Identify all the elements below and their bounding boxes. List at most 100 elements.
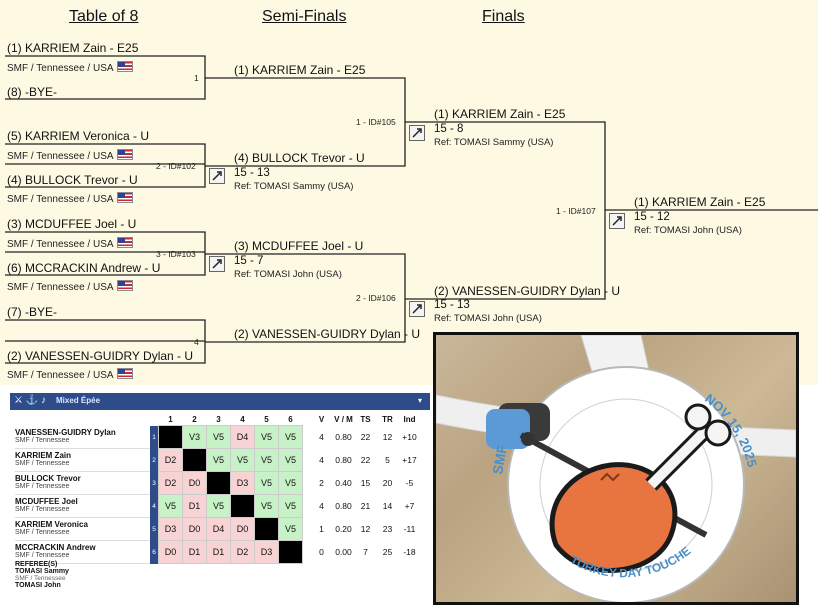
medal-illustration: SMF NOV 15, 2025 TURKEY DAY TOUCHE — [436, 335, 796, 602]
final-score-2: 15 - 13 — [434, 299, 470, 311]
bout-cell: V5 — [278, 471, 303, 495]
bout-cell: D0 — [182, 471, 207, 495]
referees-section: REFEREE(S) TOMASI Sammy SMF / Tennessee … — [15, 561, 69, 589]
stat-cell: 12 — [360, 524, 371, 534]
header-semi-finals: Semi-Finals — [262, 8, 347, 25]
winner-score: 15 - 12 — [634, 211, 670, 223]
t8-fencer-7: (7) -BYE- — [7, 305, 58, 319]
stat-cell: -5 — [405, 478, 414, 488]
stat-cell: 0.20 — [335, 524, 352, 534]
bracket-panel: Table of 8 Semi-Finals Finals (1) KARRIE… — [0, 0, 818, 385]
final-ref-2: Ref: TOMASI John (USA) — [434, 313, 542, 324]
winner-name: (1) KARRIEM Zain - E25 — [634, 195, 766, 209]
stat-cell: +10 — [402, 432, 417, 442]
stat-cell: 4 — [319, 455, 324, 465]
flag-dropdown-icon[interactable]: ▾ — [417, 396, 422, 405]
t8-fencer-5: (5) KARRIEM Veronica - U — [7, 129, 150, 143]
pool-title: Mixed Épée — [56, 396, 101, 405]
bout-cell: D3 — [230, 471, 255, 495]
stat-cell: 22 — [360, 432, 371, 442]
t8-fencer-8: (8) -BYE- — [7, 85, 58, 99]
semi-score-2: 15 - 13 — [234, 167, 270, 179]
bout-cell: D3 — [254, 540, 279, 564]
stat-header-v: V — [318, 414, 325, 424]
t8-club-5: SMF / Tennessee / USA — [7, 149, 133, 162]
match-sheet-icon[interactable] — [409, 125, 425, 141]
semi-fencer-4: (4) BULLOCK Trevor - U — [234, 151, 365, 165]
t8-fencer-2: (2) VANESSEN-GUIDRY Dylan - U — [7, 349, 194, 363]
bout-cell: V5 — [278, 494, 303, 518]
drumstick-figure — [549, 403, 732, 573]
bout-cell — [206, 471, 231, 495]
t8-match-label-4: 4 — [194, 337, 199, 347]
referee-name-2: TOMASI John — [15, 582, 61, 589]
bout-cell: D4 — [206, 517, 231, 541]
bout-cell: V5 — [254, 494, 279, 518]
bout-cell: V3 — [182, 425, 207, 449]
t8-club-3: SMF / Tennessee / USA — [7, 237, 133, 250]
bout-cell: V5 — [206, 425, 231, 449]
bout-cell: D3 — [158, 517, 183, 541]
stat-header-tr: TR — [382, 414, 393, 424]
t8-fencer-4: (4) BULLOCK Trevor - U — [7, 173, 138, 187]
match-sheet-icon[interactable] — [209, 256, 225, 272]
pool-toolbar-icons[interactable]: ⚔ ⚓ ♪ — [14, 395, 46, 406]
t8-fencer-6: (6) MCCRACKIN Andrew - U — [7, 261, 161, 275]
t8-match-label-2: 2 - ID#102 — [156, 161, 196, 171]
fencer-index: 6 — [150, 540, 159, 564]
pool-sheet: ⚔ ⚓ ♪ Mixed Épée ▾ 1 2 3 4 5 6 V V / M T… — [10, 393, 430, 605]
t8-club-4: SMF / Tennessee / USA — [7, 192, 133, 205]
stat-cell: 25 — [382, 547, 393, 557]
t8-match-label-1: 1 — [194, 73, 199, 83]
fencer-club: SMF / Tennessee — [15, 552, 70, 559]
referee-name-1: TOMASI Sammy — [15, 568, 69, 575]
fencer-index: 5 — [150, 517, 159, 541]
referee-club-1: SMF / Tennessee — [15, 575, 66, 582]
semi-ref-3: Ref: TOMASI John (USA) — [234, 269, 342, 280]
bout-cell: D1 — [182, 494, 207, 518]
usa-flag-icon — [116, 368, 133, 379]
semi-fencer-3: (3) MCDUFFEE Joel - U — [234, 239, 364, 253]
referees-title: REFEREE(S) — [15, 561, 58, 568]
bout-cell: D2 — [158, 471, 183, 495]
bout-cell: V5 — [206, 494, 231, 518]
pool-header-bar: ⚔ ⚓ ♪ Mixed Épée ▾ — [10, 393, 430, 410]
bout-cell: V5 — [206, 448, 231, 472]
medal-photo: SMF NOV 15, 2025 TURKEY DAY TOUCHE — [433, 332, 799, 605]
bout-cell: D1 — [182, 540, 207, 564]
match-sheet-icon[interactable] — [409, 301, 425, 317]
bout-cell — [230, 494, 255, 518]
col-num: 2 — [192, 414, 197, 424]
match-sheet-icon[interactable] — [209, 168, 225, 184]
fencer-name: MCDUFFEE Joel — [15, 497, 78, 506]
t8-club-1: SMF / Tennessee / USA — [7, 61, 133, 74]
col-num: 5 — [264, 414, 269, 424]
fencer-index: 2 — [150, 448, 159, 472]
match-sheet-icon[interactable] — [609, 213, 625, 229]
t8-club-6: SMF / Tennessee / USA — [7, 280, 133, 293]
bout-cell: D0 — [230, 517, 255, 541]
final-ref-1: Ref: TOMASI Sammy (USA) — [434, 137, 554, 148]
pool-table: 1 2 3 4 5 6 V V / M TS TR Ind VANESSEN-G… — [15, 413, 421, 564]
t8-fencer-1: (1) KARRIEM Zain - E25 — [7, 41, 139, 55]
bout-cell: D0 — [158, 540, 183, 564]
t8-match-label-3: 3 - ID#103 — [156, 249, 196, 259]
stat-cell: +7 — [404, 501, 415, 511]
stat-cell: 5 — [385, 455, 390, 465]
col-num: 4 — [240, 414, 245, 424]
stat-cell: 15 — [360, 478, 371, 488]
stat-cell: 0.00 — [335, 547, 352, 557]
usa-flag-icon — [116, 149, 133, 160]
usa-flag-icon — [116, 237, 133, 248]
bout-cell — [278, 540, 303, 564]
header-finals: Finals — [482, 8, 525, 25]
bout-cell: D2 — [158, 448, 183, 472]
stat-cell: 4 — [319, 432, 324, 442]
semi-ref-2: Ref: TOMASI Sammy (USA) — [234, 181, 354, 192]
